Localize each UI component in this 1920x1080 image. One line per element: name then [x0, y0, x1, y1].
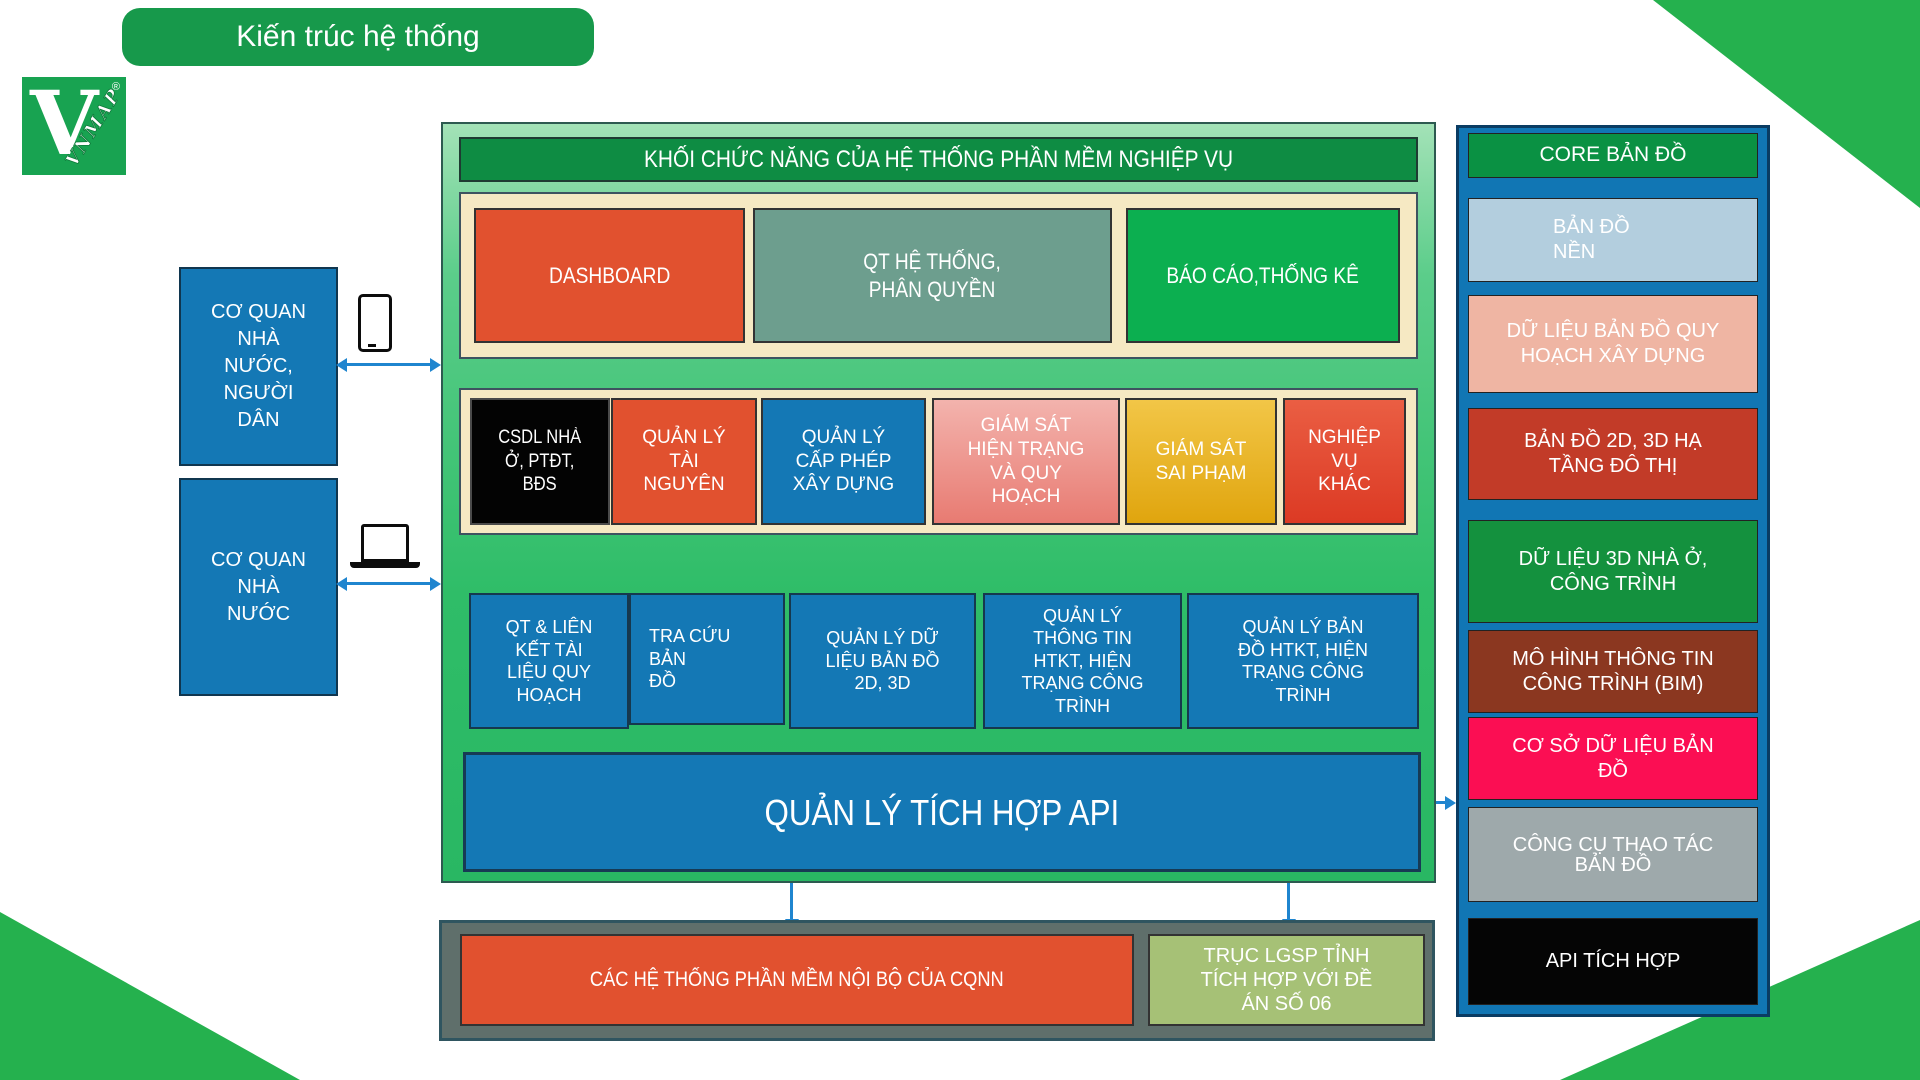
- bim-label: MÔ HÌNH THÔNG TIN CÔNG TRÌNH (BIM): [1512, 647, 1714, 695]
- arrow-lgsp-to-api: [1281, 866, 1296, 930]
- bim-box: MÔ HÌNH THÔNG TIN CÔNG TRÌNH (BIM): [1468, 630, 1758, 713]
- violation-monitoring-box: GIÁM SÁT SAI PHẠM: [1125, 398, 1277, 525]
- urban-infrastructure-map-label: BẢN ĐỒ 2D, 3D HẠ TẦNG ĐÔ THỊ: [1524, 430, 1702, 477]
- reports-statistics-box: BÁO CÁO,THỐNG KÊ: [1126, 208, 1400, 343]
- core-map-header: CORE BẢN ĐỒ: [1468, 133, 1758, 178]
- construction-permit-label: QUẢN LÝ CẤP PHÉP XÂY DỰNG: [792, 426, 895, 496]
- planning-doc-link-box: QT & LIÊN KẾT TÀI LIỆU QUY HOẠCH: [469, 593, 629, 729]
- htkt-map-management-label: QUẢN LÝ BẢN ĐỒ HTKT, HIỆN TRẠNG CÔNG TRÌ…: [1237, 617, 1368, 705]
- dashboard-box: DASHBOARD: [474, 208, 745, 343]
- construction-permit-box: QUẢN LÝ CẤP PHÉP XÂY DỰNG: [761, 398, 926, 525]
- htkt-map-management-box: QUẢN LÝ BẢN ĐỒ HTKT, HIỆN TRẠNG CÔNG TRÌ…: [1187, 593, 1419, 729]
- slide-title: Kiến trúc hệ thống: [122, 8, 594, 66]
- functional-block-header-label: KHỐI CHỨC NĂNG CỦA HỆ THỐNG PHẦN MỀM NGH…: [643, 145, 1234, 173]
- other-operations-label: NGHIỆP VỤ KHÁC: [1308, 426, 1381, 496]
- internal-systems-label: CÁC HỆ THỐNG PHẦN MỀM NỘI BỘ CỦA CQNN: [590, 967, 1004, 991]
- status-planning-monitoring-box: GIÁM SÁT HIỆN TRẠNG VÀ QUY HOẠCH: [932, 398, 1120, 525]
- housing-database-box: CSDL NHÀ Ở, PTĐT, BĐS: [470, 398, 610, 525]
- status-planning-monitoring-label: GIÁM SÁT HIỆN TRẠNG VÀ QUY HOẠCH: [967, 415, 1085, 508]
- housing-database-label: CSDL NHÀ Ở, PTĐT, BĐS: [498, 426, 582, 496]
- logo-letter-v: V: [30, 71, 99, 175]
- map-data-2d3d-box: QUẢN LÝ DỮ LIỆU BẢN ĐỒ 2D, 3D: [789, 593, 976, 729]
- api-integration-bar: QUẢN LÝ TÍCH HỢP API: [463, 752, 1421, 872]
- htkt-info-management-label: QUẢN LÝ THÔNG TIN HTKT, HIỆN TRẠNG CÔNG …: [1021, 605, 1144, 716]
- laptop-screen: [361, 524, 409, 562]
- functional-block-header: KHỐI CHỨC NĂNG CỦA HỆ THỐNG PHẦN MỀM NGH…: [459, 137, 1418, 182]
- lgsp-axis-label: TRỤC LGSP TỈNH TÍCH HỢP VỚI ĐỀ ÁN SỐ 06: [1200, 945, 1373, 1015]
- other-operations-box: NGHIỆP VỤ KHÁC: [1283, 398, 1406, 525]
- laptop-base: [350, 562, 420, 568]
- arrow-internal-systems-to-api: [784, 866, 799, 930]
- map-tools-label: CÔNG CỤ THAO TÁC BẢN ĐỒ: [1512, 833, 1714, 876]
- map-tools-box: CÔNG CỤ THAO TÁC BẢN ĐỒ: [1468, 807, 1758, 902]
- vnmap-logo: V VNMAP ®: [22, 71, 127, 175]
- registered-mark-icon: ®: [111, 81, 120, 93]
- api-integration-label: QUẢN LÝ TÍCH HỢP API: [764, 791, 1120, 833]
- housing-3d-data-box: DỮ LIỆU 3D NHÀ Ở, CÔNG TRÌNH: [1468, 520, 1758, 623]
- map-database-label: CƠ SỞ DỮ LIỆU BẢN ĐỒ: [1512, 734, 1714, 782]
- urban-infrastructure-map-box: BẢN ĐỒ 2D, 3D HẠ TẦNG ĐÔ THỊ: [1468, 408, 1758, 500]
- arrow-agency-to-system: [336, 576, 441, 591]
- arrow-citizens-to-system: [336, 357, 441, 372]
- gov-agency-label: CƠ QUAN NHÀ NƯỚC: [211, 548, 306, 625]
- api-integration-core-label: API TÍCH HỢP: [1545, 950, 1681, 972]
- map-lookup-box: TRA CỨU BẢN ĐỒ: [629, 593, 785, 725]
- dashboard-label: DASHBOARD: [548, 262, 671, 288]
- map-database-box: CƠ SỞ DỮ LIỆU BẢN ĐỒ: [1468, 717, 1758, 800]
- gov-agency-box: CƠ QUAN NHÀ NƯỚC: [179, 478, 338, 696]
- housing-3d-data-label: DỮ LIỆU 3D NHÀ Ở, CÔNG TRÌNH: [1518, 547, 1708, 595]
- slide-title-label: Kiến trúc hệ thống: [236, 20, 480, 54]
- planning-doc-link-label: QT & LIÊN KẾT TÀI LIỆU QUY HOẠCH: [505, 617, 593, 705]
- system-admin-permissions-box: QT HỆ THỐNG, PHÂN QUYỀN: [753, 208, 1112, 343]
- corner-decoration-bottom-left: [0, 912, 300, 1080]
- internal-systems-box: CÁC HỆ THỐNG PHẦN MỀM NỘI BỘ CỦA CQNN: [460, 934, 1134, 1026]
- api-integration-core-box: API TÍCH HỢP: [1468, 918, 1758, 1005]
- base-map-box: BẢN ĐỒ NỀN: [1468, 198, 1758, 282]
- planning-map-data-label: DỮ LIỆU BẢN ĐỒ QUY HOẠCH XÂY DỰNG: [1506, 320, 1720, 367]
- map-lookup-label: TRA CỨU BẢN ĐỒ: [649, 626, 731, 692]
- planning-map-data-box: DỮ LIỆU BẢN ĐỒ QUY HOẠCH XÂY DỰNG: [1468, 295, 1758, 393]
- laptop-icon: [350, 524, 420, 574]
- reports-statistics-label: BÁO CÁO,THỐNG KÊ: [1166, 262, 1360, 288]
- map-data-2d3d-label: QUẢN LÝ DỮ LIỆU BẢN ĐỒ 2D, 3D: [825, 628, 940, 694]
- violation-monitoring-label: GIÁM SÁT SAI PHẠM: [1155, 438, 1247, 484]
- resource-management-box: QUẢN LÝ TÀI NGUYÊN: [611, 398, 757, 525]
- htkt-info-management-box: QUẢN LÝ THÔNG TIN HTKT, HIỆN TRẠNG CÔNG …: [983, 593, 1182, 729]
- gov-agency-citizens-box: CƠ QUAN NHÀ NƯỚC, NGƯỜI DÂN: [179, 267, 338, 466]
- resource-management-label: QUẢN LÝ TÀI NGUYÊN: [642, 426, 726, 496]
- core-map-header-label: CORE BẢN ĐỒ: [1539, 143, 1687, 167]
- smartphone-icon: [358, 294, 392, 352]
- base-map-label: BẢN ĐỒ NỀN: [1553, 216, 1630, 263]
- lgsp-axis-box: TRỤC LGSP TỈNH TÍCH HỢP VỚI ĐỀ ÁN SỐ 06: [1148, 934, 1425, 1026]
- system-admin-permissions-label: QT HỆ THỐNG, PHÂN QUYỀN: [863, 249, 1002, 302]
- gov-agency-citizens-label: CƠ QUAN NHÀ NƯỚC, NGƯỜI DÂN: [211, 301, 306, 431]
